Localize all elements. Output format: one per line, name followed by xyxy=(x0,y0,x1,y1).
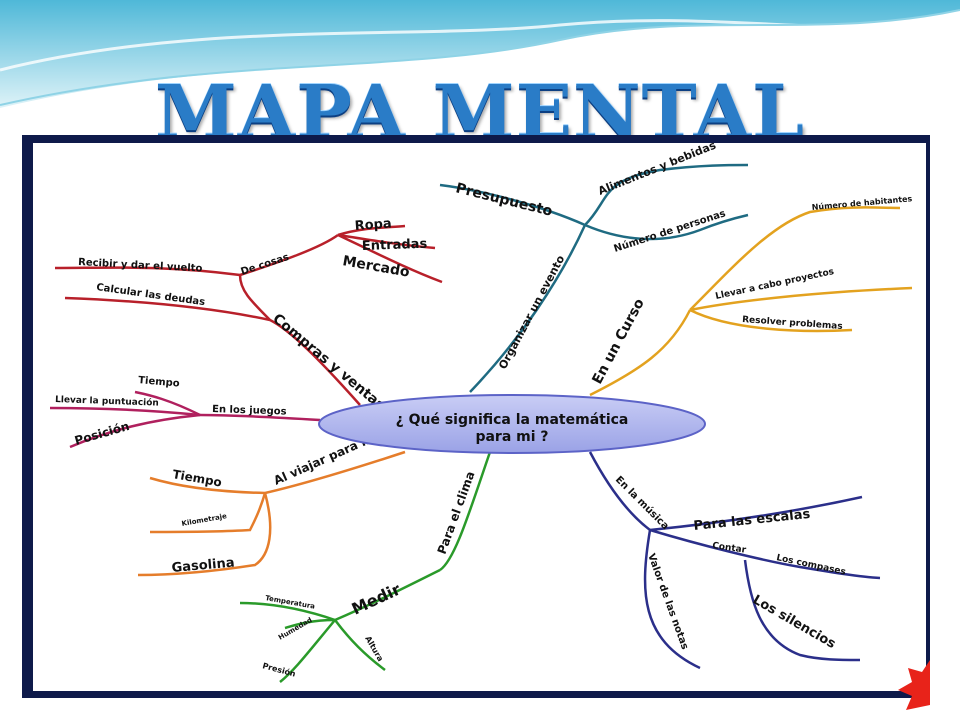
label-gasolina: Gasolina xyxy=(171,556,235,576)
branch-compras xyxy=(54,224,443,406)
label-en-los-juegos: En los juegos xyxy=(212,404,287,418)
label-posicion: Posición xyxy=(73,419,131,448)
label-para-las-escalas: Para las escalas xyxy=(693,507,811,534)
header-wave-decoration xyxy=(0,0,960,108)
label-compras-ventas: Compras y ventas xyxy=(269,311,387,414)
label-de-cosas: De cosas xyxy=(240,252,291,278)
label-mercado: Mercado xyxy=(341,253,411,281)
branch-evento xyxy=(439,163,749,393)
label-contar: Contar xyxy=(712,541,748,556)
corner-burst-decoration xyxy=(898,660,930,710)
label-medir: Medir xyxy=(349,580,404,619)
branch-curso xyxy=(589,206,913,397)
label-llevar-puntuacion: Llevar la puntuación xyxy=(55,394,159,409)
branch-clima xyxy=(239,451,492,683)
center-line-1: ¿ Qué significa la matemática xyxy=(396,412,629,428)
label-altura: Altura xyxy=(363,635,385,664)
label-recibir-vuelto: Recibir y dar el vuelto xyxy=(78,257,203,274)
label-numero-habitantes: Número de habitantes xyxy=(811,194,912,212)
label-en-un-curso: En un Curso xyxy=(589,296,648,387)
label-presion: Presión xyxy=(261,660,297,679)
branch-juegos xyxy=(49,390,321,449)
label-organizar-evento: Organizar un evento xyxy=(496,253,567,372)
label-ropa: Ropa xyxy=(354,216,392,234)
label-juegos-tiempo: Tiempo xyxy=(138,375,180,390)
center-line-2: para mi ? xyxy=(475,429,548,445)
label-alimentos-bebidas: Alimentos y bebidas xyxy=(596,138,718,197)
label-numero-personas: Número de personas xyxy=(612,207,727,255)
center-node: ¿ Qué significa la matemática para mi ? xyxy=(318,394,706,454)
label-humedad: Humedad xyxy=(277,616,314,642)
branch-musica xyxy=(588,451,881,670)
label-entradas: Entradas xyxy=(362,237,428,254)
label-presupuesto: Presupuesto xyxy=(454,180,554,220)
branch-viajar xyxy=(137,450,406,577)
label-kilometraje: Kilometraje xyxy=(181,512,228,528)
label-valor-notas: Valor de las notas xyxy=(645,552,690,651)
